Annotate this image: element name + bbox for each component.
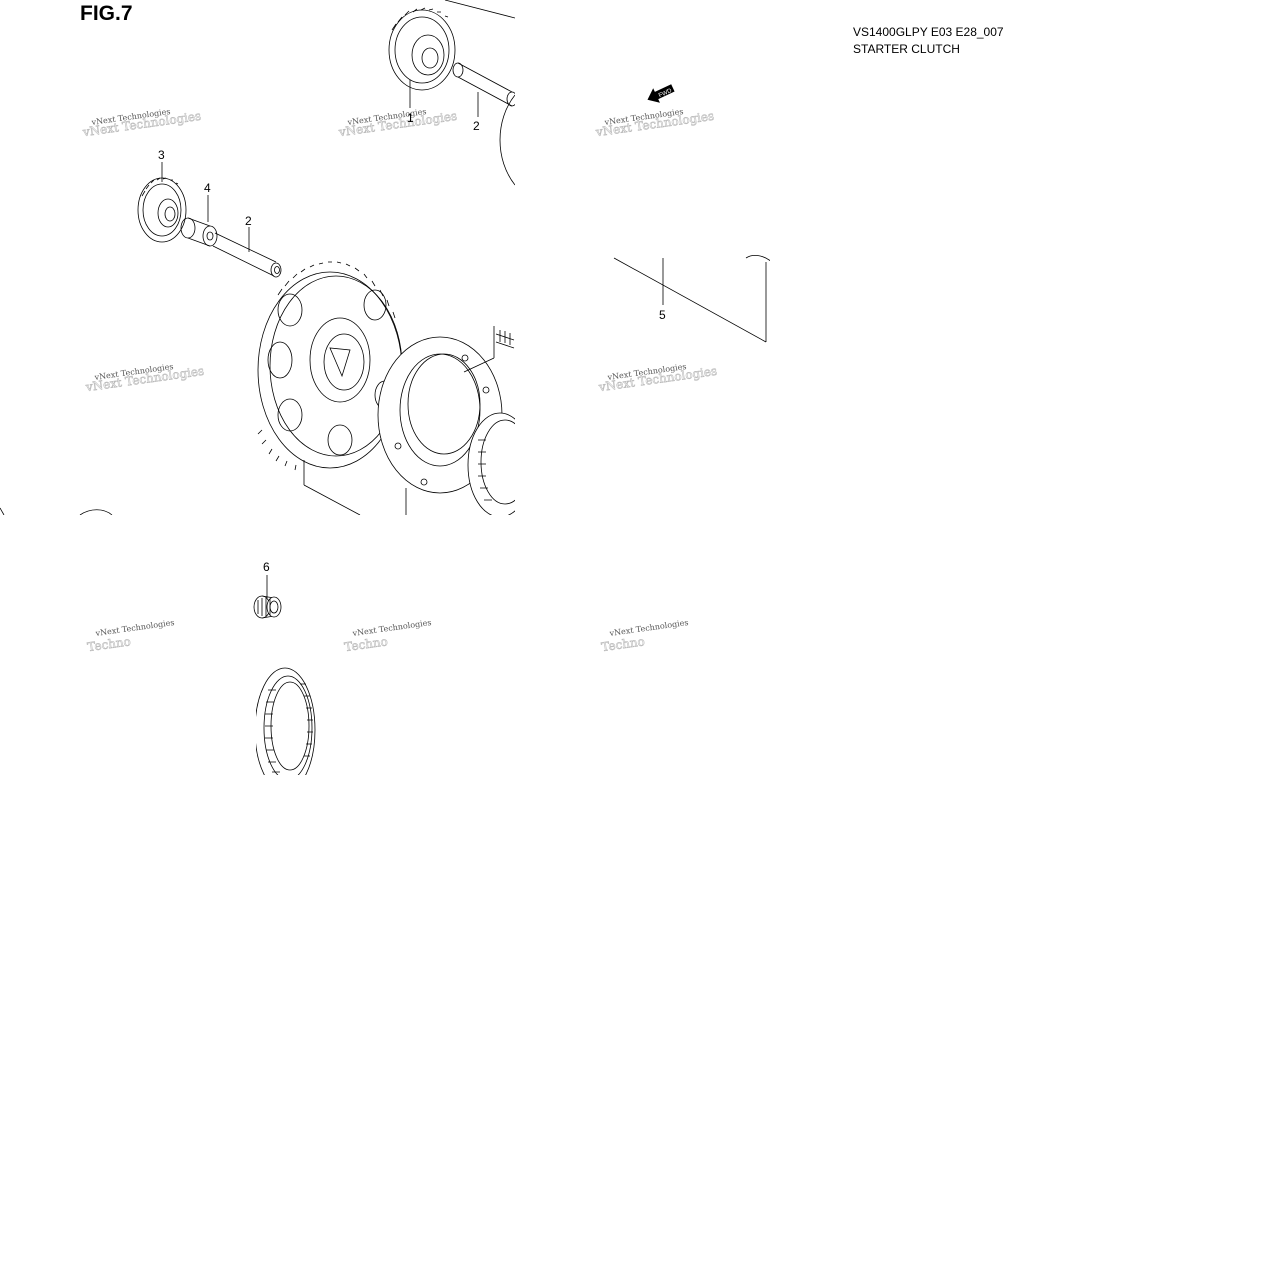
detail-part-5 (613, 254, 770, 343)
figure-number: FIG.7 (80, 2, 133, 25)
starter-driven-gear (257, 261, 403, 515)
bolt (463, 326, 515, 373)
svg-text:FWD: FWD (658, 88, 674, 99)
callout-4: 4 (204, 181, 211, 195)
callout-2-upper: 2 (473, 119, 480, 133)
svg-text:Techno: Techno (344, 634, 389, 654)
callout-2-lower: 2 (245, 214, 252, 228)
needle-bearing-part-6 (253, 595, 282, 619)
svg-text:vNext Technologies: vNext Technologies (608, 618, 689, 638)
watermark: vNext Technologies vNext Technologies (84, 362, 206, 395)
bushing-part-4 (180, 217, 218, 247)
callouts: 1 2 3 4 2 5 6 (158, 111, 666, 574)
reduction-gear-part-3 (137, 177, 187, 243)
svg-text:vNext Technologies: vNext Technologies (351, 618, 432, 638)
assembly-title: STARTER CLUTCH (853, 42, 960, 56)
shaft-part-2-lower (212, 232, 282, 278)
watermark: vNext Technologies vNext Technologies (81, 107, 203, 140)
leader-lines (161, 80, 664, 598)
shaft-part-2-upper (452, 62, 515, 186)
svg-text:Techno: Techno (601, 634, 646, 654)
svg-text:Techno: Techno (87, 634, 132, 654)
watermark: vNext Technologies Techno (343, 618, 432, 655)
watermark: vNext Technologies vNext Technologies (594, 107, 716, 140)
callout-5: 5 (659, 308, 666, 322)
one-way-clutch-partial (467, 412, 515, 515)
callout-6: 6 (263, 560, 270, 574)
fwd-arrow: FWD (647, 84, 675, 103)
callout-3: 3 (158, 148, 165, 162)
svg-text:vNext Technologies: vNext Technologies (94, 618, 175, 638)
idle-gear-part-1 (388, 0, 515, 91)
watermark: vNext Technologies vNext Technologies (337, 107, 459, 140)
watermark: vNext Technologies Techno (86, 618, 175, 655)
watermark: vNext Technologies vNext Technologies (597, 362, 719, 395)
callout-1: 1 (407, 111, 414, 125)
watermark: vNext Technologies Techno (600, 618, 689, 655)
one-way-clutch-detail (256, 667, 316, 775)
model-code: VS1400GLPY E03 E28_007 (853, 25, 1004, 39)
